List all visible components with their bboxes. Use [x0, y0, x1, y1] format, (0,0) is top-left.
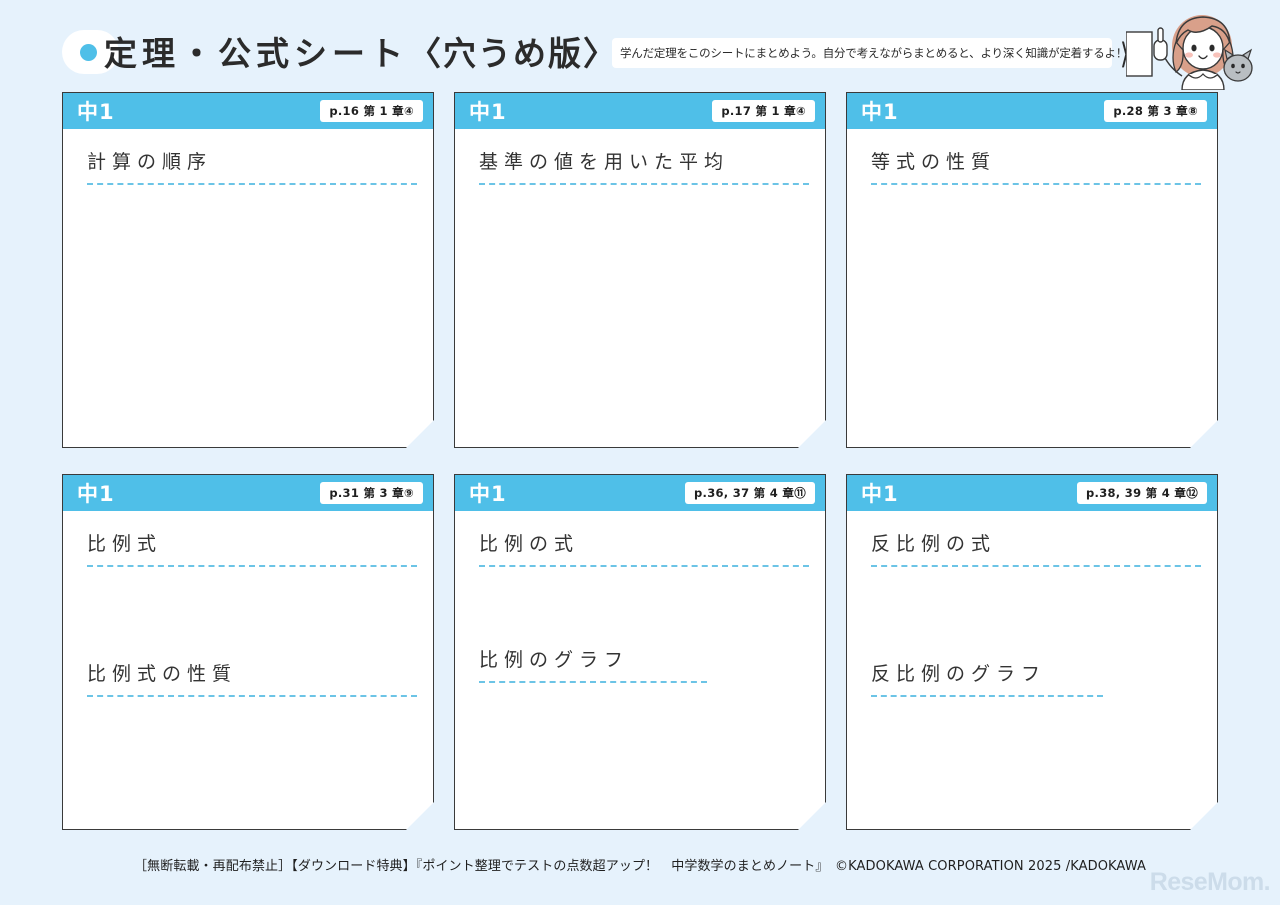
- dashed-writing-line: [87, 565, 417, 567]
- card-section: 反比例の式: [871, 529, 1197, 567]
- dashed-writing-line: [871, 183, 1201, 185]
- section-title: 比例式の性質: [87, 663, 238, 685]
- grade-label: 中1: [77, 482, 115, 506]
- formula-card[interactable]: 中1 p.36, 37 第 4 章⑪ 比例の式 比例のグラフ: [454, 474, 826, 830]
- card-header: 中1 p.17 第 1 章④: [455, 93, 825, 129]
- card-section: 基準の値を用いた平均: [479, 147, 805, 437]
- dashed-writing-line: [87, 183, 417, 185]
- section-title: 基準の値を用いた平均: [479, 151, 730, 173]
- page-title-sub: 〈穴うめ版〉: [408, 34, 618, 73]
- page-title-main: 定理・公式シート: [104, 34, 408, 73]
- section-title: 比例式: [87, 533, 163, 555]
- formula-card[interactable]: 中1 p.31 第 3 章⑨ 比例式 比例式の性質: [62, 474, 434, 830]
- writing-space[interactable]: [479, 567, 805, 645]
- section-title: 比例のグラフ: [479, 649, 630, 671]
- page-footer: ［無断転載・再配布禁止］【ダウンロード特典】『ポイント整理でテストの点数超アップ…: [0, 855, 1280, 875]
- card-section: 比例式: [87, 529, 413, 567]
- title-pill: [62, 30, 119, 74]
- formula-card[interactable]: 中1 p.16 第 1 章④ 計算の順序: [62, 92, 434, 448]
- dashed-writing-line: [871, 695, 1103, 697]
- page-reference-badge: p.31 第 3 章⑨: [320, 482, 423, 504]
- grade-label: 中1: [469, 100, 507, 124]
- copyright-text: ［無断転載・再配布禁止］【ダウンロード特典】『ポイント整理でテストの点数超アップ…: [134, 859, 1146, 874]
- page-title: 定理・公式シート〈穴うめ版〉: [104, 27, 618, 75]
- grade-label: 中1: [469, 482, 507, 506]
- formula-card-grid: 中1 p.16 第 1 章④ 計算の順序 中1 p.17 第 1 章④ 基準の値…: [62, 92, 1220, 830]
- page-reference-badge: p.28 第 3 章⑧: [1104, 100, 1207, 122]
- resemom-watermark: ReseMom.: [1149, 868, 1271, 897]
- grade-label: 中1: [861, 482, 899, 506]
- section-title: 等式の性質: [871, 151, 997, 173]
- card-body[interactable]: 比例の式 比例のグラフ: [455, 511, 825, 829]
- page-header: 定理・公式シート〈穴うめ版〉 学んだ定理をこのシートにまとめよう。自分で考えなが…: [0, 0, 1280, 90]
- watermark-text: ReseMom.: [1149, 868, 1271, 896]
- dashed-writing-line: [871, 565, 1201, 567]
- card-body[interactable]: 基準の値を用いた平均: [455, 129, 825, 447]
- dashed-writing-line: [479, 681, 707, 683]
- dashed-writing-line: [479, 183, 809, 185]
- card-section: 等式の性質: [871, 147, 1197, 437]
- card-body[interactable]: 等式の性質: [847, 129, 1217, 447]
- card-section: 計算の順序: [87, 147, 413, 437]
- dashed-writing-line: [479, 565, 809, 567]
- blue-dot-icon: [80, 43, 97, 61]
- writing-space[interactable]: [871, 567, 1197, 659]
- formula-card[interactable]: 中1 p.38, 39 第 4 章⑫ 反比例の式 反比例のグラフ: [846, 474, 1218, 830]
- section-title: 比例の式: [479, 533, 580, 555]
- writing-space[interactable]: [87, 567, 413, 659]
- section-title: 反比例のグラフ: [871, 663, 1047, 685]
- card-section: 比例の式: [479, 529, 805, 567]
- section-title: 計算の順序: [87, 151, 213, 173]
- chevron-right-icon: ⟩: [1120, 38, 1130, 71]
- grade-label: 中1: [861, 100, 899, 124]
- card-section: 反比例のグラフ: [871, 659, 1197, 819]
- card-header: 中1 p.36, 37 第 4 章⑪: [455, 475, 825, 511]
- formula-card[interactable]: 中1 p.17 第 1 章④ 基準の値を用いた平均: [454, 92, 826, 448]
- card-section: 比例のグラフ: [479, 645, 805, 819]
- girl-with-cat-illustration: [1126, 15, 1253, 90]
- card-header: 中1 p.38, 39 第 4 章⑫: [847, 475, 1217, 511]
- card-body[interactable]: 比例式 比例式の性質: [63, 511, 433, 829]
- page-reference-badge: p.16 第 1 章④: [320, 100, 423, 122]
- card-section: 比例式の性質: [87, 659, 413, 819]
- grade-label: 中1: [77, 100, 115, 124]
- card-body[interactable]: 反比例の式 反比例のグラフ: [847, 511, 1217, 829]
- dashed-writing-line: [87, 695, 417, 697]
- card-header: 中1 p.31 第 3 章⑨: [63, 475, 433, 511]
- formula-card[interactable]: 中1 p.28 第 3 章⑧ 等式の性質: [846, 92, 1218, 448]
- subtitle-box: 学んだ定理をこのシートにまとめよう。自分で考えながらまとめると、より深く知識が定…: [612, 38, 1127, 68]
- page-reference-badge: p.36, 37 第 4 章⑪: [685, 482, 815, 504]
- subtitle-text: 学んだ定理をこのシートにまとめよう。自分で考えながらまとめると、より深く知識が定…: [620, 46, 1128, 60]
- card-header: 中1 p.28 第 3 章⑧: [847, 93, 1217, 129]
- page-reference-badge: p.38, 39 第 4 章⑫: [1077, 482, 1207, 504]
- section-title: 反比例の式: [871, 533, 997, 555]
- card-body[interactable]: 計算の順序: [63, 129, 433, 447]
- card-header: 中1 p.16 第 1 章④: [63, 93, 433, 129]
- page-reference-badge: p.17 第 1 章④: [712, 100, 815, 122]
